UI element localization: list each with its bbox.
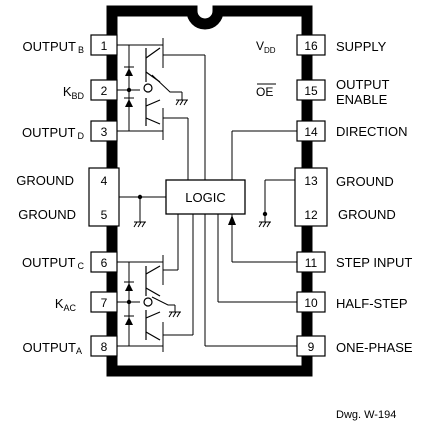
- pin-number-6: 6: [101, 256, 108, 270]
- pin-label-13: GROUND: [336, 174, 394, 189]
- ic-package-outline: [106, 5, 313, 377]
- pin-label-10: HALF-STEP: [336, 296, 408, 311]
- pin-number-7: 7: [101, 296, 108, 310]
- pin-number-4: 4: [101, 174, 108, 188]
- pin-label-8: OUTPUTA: [23, 340, 82, 356]
- pin-label-9: ONE-PHASE: [336, 340, 413, 355]
- oe-label: OE: [256, 85, 273, 99]
- pin-label-15b: ENABLE: [336, 92, 388, 107]
- pin-number-1: 1: [101, 39, 108, 53]
- pin-box-12-13: [294, 167, 328, 227]
- pin-number-8: 8: [101, 340, 108, 354]
- pin-number-10: 10: [304, 296, 318, 310]
- pin-number-14: 14: [304, 125, 318, 139]
- pin-label-5: GROUND: [18, 207, 76, 222]
- pin-box-16: [296, 34, 326, 56]
- pin-label-11: STEP INPUT: [336, 255, 412, 270]
- pin-label-12: GROUND: [338, 207, 396, 222]
- drawing-number: Dwg. W-194: [336, 409, 396, 421]
- pin-label-14: DIRECTION: [336, 124, 408, 139]
- diodes: [125, 68, 268, 325]
- pin-number-3: 3: [101, 125, 108, 139]
- pin-label-7: KAC: [55, 296, 77, 313]
- pin-number-11: 11: [305, 256, 318, 270]
- pin-number-9: 9: [308, 340, 315, 354]
- pin-number-15: 15: [304, 84, 318, 98]
- pin-number-16: 16: [304, 39, 318, 53]
- ground-symbols: [133, 99, 271, 318]
- pin-number-2: 2: [101, 84, 108, 98]
- pin-number-5: 5: [101, 208, 108, 222]
- pin-label-2: KBD: [63, 84, 85, 101]
- vdd-label: VDD: [256, 39, 276, 55]
- wiring: [117, 38, 297, 352]
- pin-box-15: [296, 79, 326, 101]
- pin-number-12: 12: [304, 208, 318, 222]
- upper-transistors: [143, 47, 161, 126]
- pin-label-4: GROUND: [16, 173, 74, 188]
- lower-transistors: [143, 265, 161, 341]
- pin-label-16: SUPPLY: [336, 39, 387, 54]
- logic-label: LOGIC: [185, 190, 225, 205]
- pin-label-15a: OUTPUT: [336, 77, 390, 92]
- pin-number-13: 13: [304, 174, 318, 188]
